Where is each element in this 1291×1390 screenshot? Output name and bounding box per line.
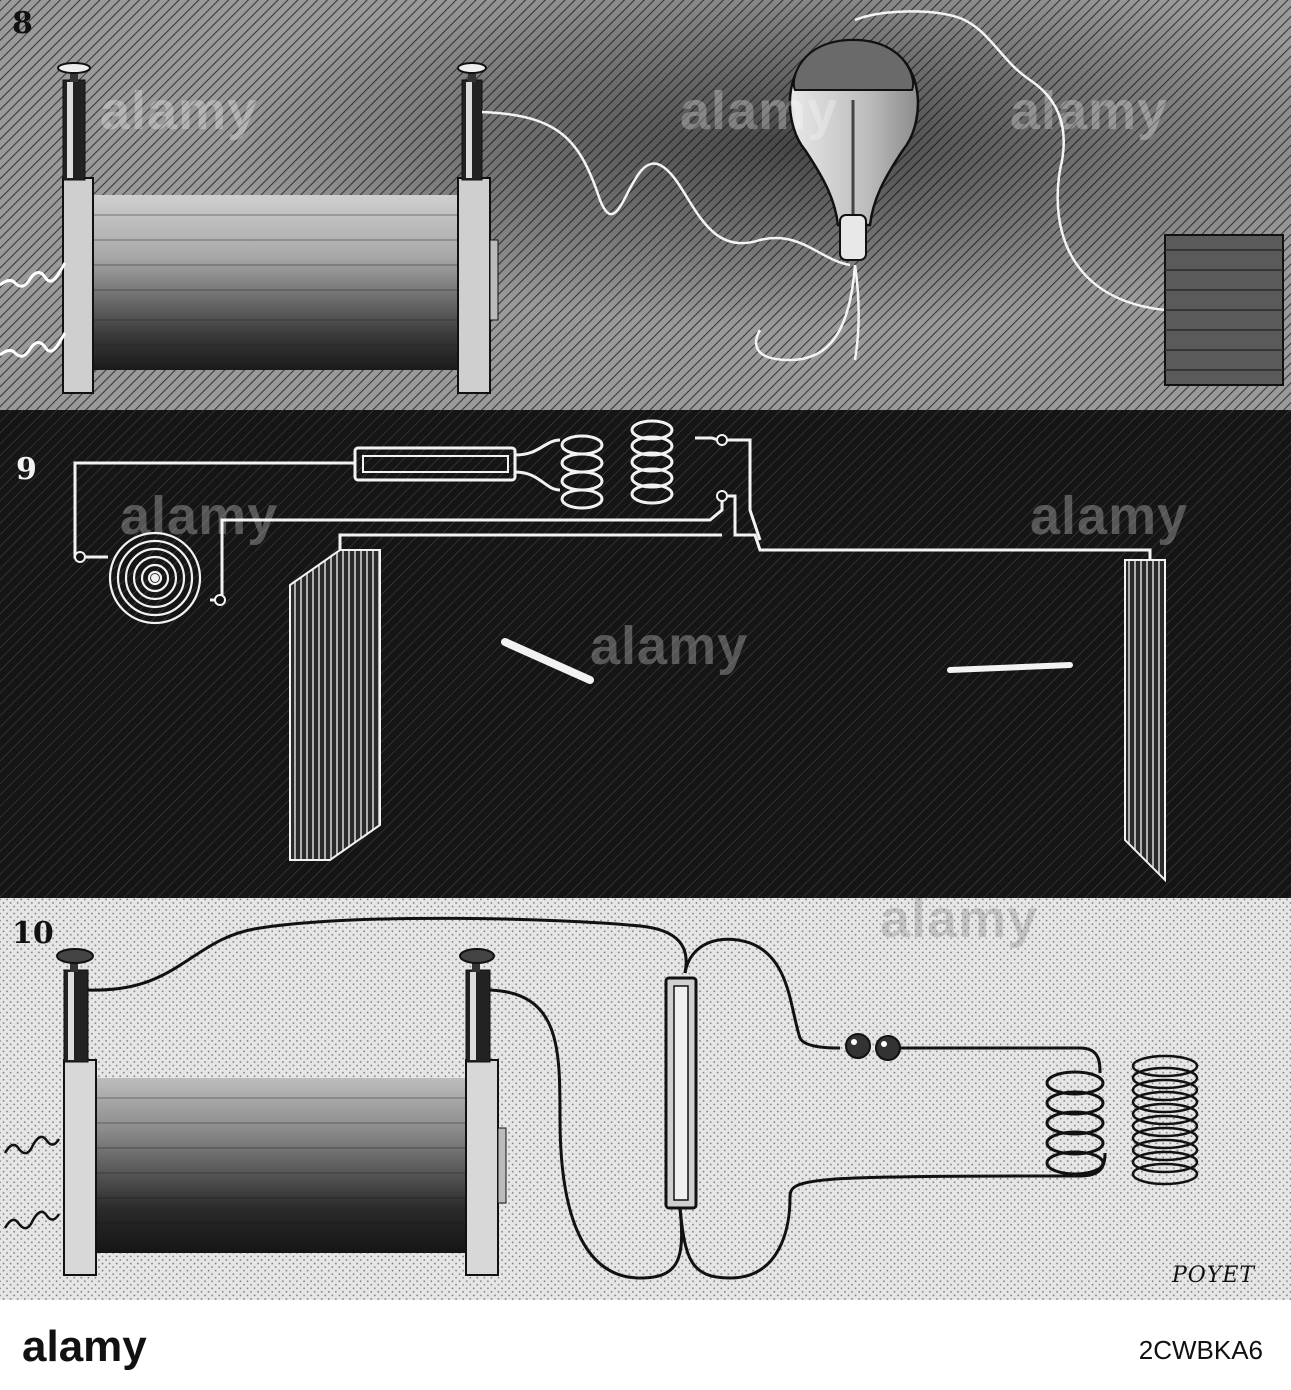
wire-to-left-plate (338, 533, 722, 555)
coil-left-flange (62, 177, 94, 394)
watermark: alamy (880, 898, 1039, 949)
figure-8-number: 8 (12, 6, 33, 41)
spark-gap-ball-right (875, 1035, 901, 1061)
primary-wire-top (3, 1135, 61, 1155)
left-binding-post (56, 948, 94, 1063)
left-capacitor-plate (289, 549, 381, 861)
glowing-tube-left (501, 638, 594, 684)
terminal (716, 490, 728, 502)
right-capacitor-plate (1124, 559, 1166, 883)
figure-8-drawing (0, 0, 1291, 410)
induction-coil-body (88, 195, 463, 370)
brand-logo: alamy (22, 1322, 147, 1371)
primary-helix (1045, 1070, 1105, 1176)
watermark: alamy (1030, 486, 1189, 546)
figure-10-panel: 10 alamy (0, 898, 1291, 1300)
primary-wire-bottom (0, 332, 67, 358)
primary-wire-bottom (3, 1210, 61, 1230)
wire-to-spark-gap (683, 937, 841, 1050)
spark-gap-ball-left (845, 1033, 871, 1059)
induction-coil-body (92, 1078, 472, 1253)
coil-right-flange (457, 177, 491, 394)
figure-9-number: 9 (16, 452, 37, 487)
figure-10-number: 10 (12, 916, 54, 951)
wire-bottom-loop (489, 988, 684, 1280)
right-binding-post (457, 62, 487, 181)
coil-left-flange (63, 1059, 97, 1276)
left-binding-post (57, 62, 91, 181)
wire-top-left (73, 461, 355, 559)
figure-9-panel: 9 alamy alamy alamy (0, 410, 1291, 898)
footer-strip (0, 1300, 1291, 1390)
primary-helix (560, 434, 604, 510)
watermark: alamy (120, 486, 279, 546)
primary-wire-top (0, 262, 67, 288)
figure-9-drawing (0, 410, 1291, 898)
artist-signature: POYET (1172, 1263, 1256, 1288)
wire-top-arc (87, 916, 688, 992)
figure-8-panel: 8 alamy alamy alamy (0, 0, 1291, 410)
image-id: 2CWBKA6 (1138, 1335, 1263, 1365)
figure-10-drawing (0, 898, 1291, 1300)
terminal (716, 434, 728, 446)
wire-to-right-plate (722, 494, 1152, 568)
watermark: alamy (100, 81, 259, 141)
watermark: alamy (680, 81, 839, 141)
glowing-tube-right (947, 662, 1073, 673)
coil-right-flange (465, 1059, 499, 1276)
condenser-tube (353, 446, 517, 482)
wire-to-plate (854, 10, 1166, 312)
secondary-helix (1131, 1054, 1199, 1186)
secondary-helix (630, 419, 674, 505)
wire-to-bulb (481, 110, 851, 267)
right-binding-post (459, 948, 495, 1063)
watermark: alamy (590, 616, 749, 676)
watermark: alamy (1010, 81, 1169, 141)
flat-spiral-coil (108, 531, 202, 625)
vacuum-bulb (788, 38, 920, 261)
